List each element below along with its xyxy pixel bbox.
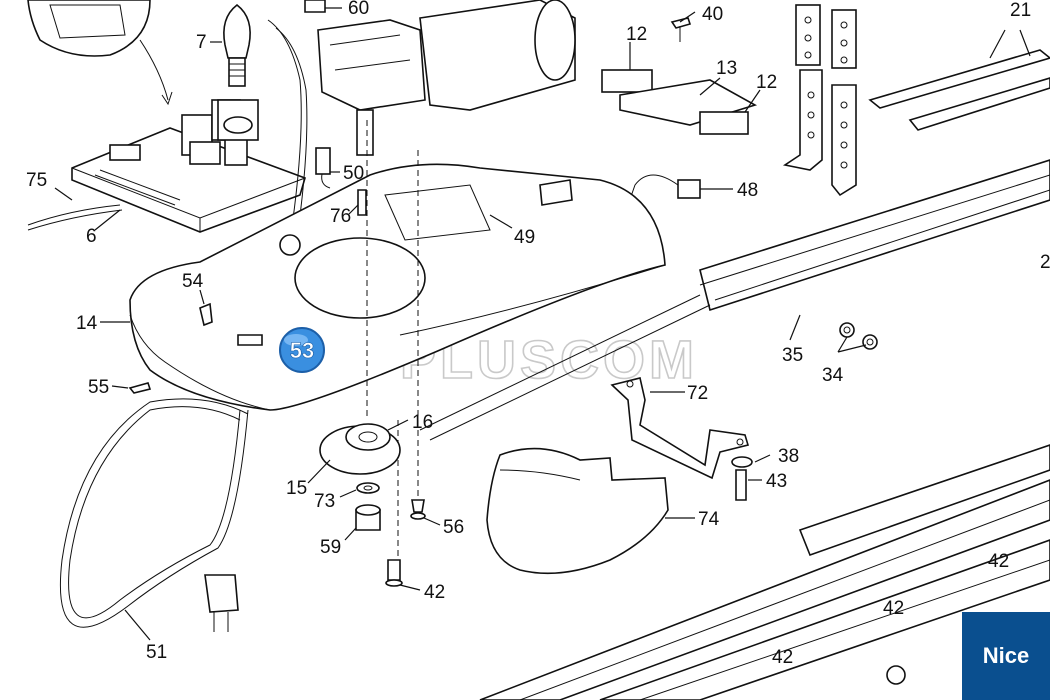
screw-40 — [670, 17, 692, 42]
label-60: 60 — [348, 0, 369, 19]
rail-upper — [419, 159, 1050, 441]
label-42a: 42 — [424, 582, 445, 603]
leader-lines — [54, 7, 1031, 641]
label-56: 56 — [443, 517, 464, 538]
power-cable — [59, 398, 249, 632]
lamp-holder — [217, 99, 259, 141]
label-42b: 42 — [988, 551, 1009, 572]
label-12a: 12 — [626, 24, 647, 45]
label-73: 73 — [314, 491, 335, 512]
label-43: 43 — [766, 471, 787, 492]
label-54: 54 — [182, 271, 204, 292]
label-49: 49 — [514, 227, 535, 248]
label-72: 72 — [687, 383, 708, 404]
nice-logo-text: Nice — [982, 643, 1030, 668]
label-55: 55 — [88, 377, 109, 398]
lamp-cover — [486, 447, 669, 575]
label-16: 16 — [412, 412, 433, 433]
label-59: 59 — [320, 537, 341, 558]
label-34: 34 — [822, 365, 844, 386]
label-2: 2 — [1040, 252, 1050, 273]
connector-50 — [315, 147, 331, 189]
detail-magnifier — [27, 0, 173, 106]
part-labels: 60 40 21 7 12 13 12 50 48 75 6 76 49 54 … — [26, 0, 1050, 668]
base-plate — [129, 163, 666, 411]
label-42c: 42 — [883, 598, 904, 619]
label-35: 35 — [782, 345, 803, 366]
sprocket — [319, 423, 401, 475]
label-75: 75 — [26, 170, 47, 191]
bracket-72 — [610, 377, 750, 480]
label-12b: 12 — [756, 72, 777, 93]
label-50: 50 — [343, 163, 364, 184]
label-42d: 42 — [772, 647, 793, 668]
label-6: 6 — [86, 226, 97, 247]
label-14: 14 — [76, 313, 98, 334]
label-74: 74 — [698, 509, 720, 530]
light-bulb — [223, 3, 251, 87]
label-48: 48 — [737, 180, 758, 201]
mounting-brackets — [782, 4, 1050, 197]
part-53-highlight[interactable]: 53 — [237, 327, 325, 373]
label-40: 40 — [702, 4, 723, 25]
label-51: 51 — [146, 642, 167, 663]
nice-logo: Nice — [962, 612, 1050, 700]
label-13: 13 — [716, 58, 737, 79]
highlight-label: 53 — [290, 338, 314, 363]
screws — [385, 469, 747, 587]
small-parts — [128, 0, 573, 394]
washer-nut — [355, 482, 381, 531]
rail-lower — [479, 444, 1050, 700]
motor-gearbox — [317, 0, 576, 156]
label-7: 7 — [196, 32, 207, 53]
label-21: 21 — [1010, 0, 1031, 21]
label-38: 38 — [778, 446, 799, 467]
label-15: 15 — [286, 478, 307, 499]
label-76: 76 — [330, 206, 351, 227]
limit-switch-assembly — [601, 69, 758, 135]
